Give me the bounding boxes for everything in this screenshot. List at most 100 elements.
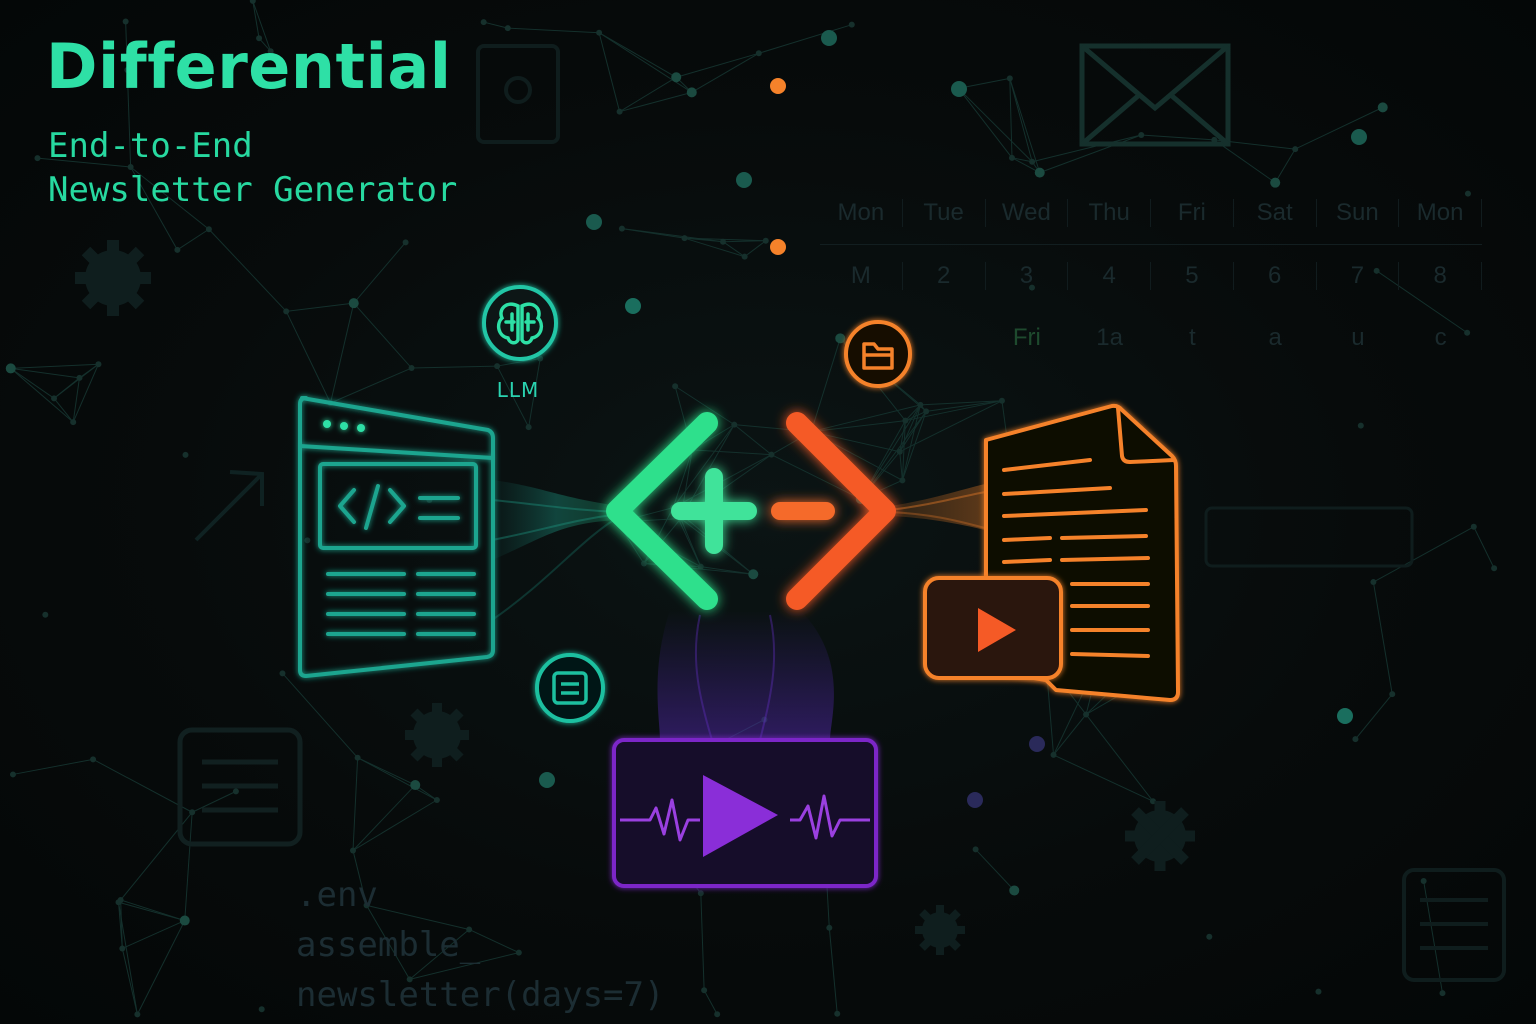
code-snippet: .env assemble_ newsletter(days=7) [296, 870, 664, 1020]
calendar-day: Mon [820, 199, 903, 227]
calendar-day: Tue [903, 199, 986, 227]
network-node [267, 48, 274, 55]
note-icon [535, 653, 605, 723]
network-node [902, 417, 909, 424]
calendar-date: 4 [1068, 262, 1151, 290]
brain-icon [482, 285, 558, 361]
network-node [124, 67, 131, 74]
network-node [34, 155, 41, 162]
network-node [731, 421, 738, 428]
network-node [1008, 154, 1015, 161]
network-node [504, 25, 511, 32]
network-node [179, 915, 190, 926]
network-node [1357, 422, 1364, 429]
network-node [494, 363, 501, 370]
network-node [1491, 565, 1498, 572]
network-node [51, 395, 58, 402]
calendar-date: 8 [1399, 262, 1482, 290]
network-node [701, 987, 708, 994]
network-node [402, 239, 409, 246]
calendar-date: M [820, 262, 903, 290]
calendar-number-row: M 2 3 4 5 6 7 8 [820, 245, 1482, 307]
calendar-entry: 1a [1096, 324, 1123, 351]
calendar-day: Fri [1151, 199, 1234, 227]
page-title: Differential [46, 30, 452, 103]
gear-icon [915, 905, 965, 955]
code-line: assemble_ [296, 925, 481, 965]
network-node [70, 419, 77, 426]
calendar-date: 5 [1151, 262, 1234, 290]
network-node [1050, 751, 1057, 758]
network-node [618, 225, 625, 232]
network-node [1337, 708, 1353, 724]
network-node [917, 401, 924, 408]
network-node [640, 560, 647, 567]
network-node [586, 214, 602, 230]
network-node [122, 18, 129, 25]
network-node [1439, 990, 1446, 997]
network-node [433, 797, 440, 804]
network-node [1420, 878, 1427, 885]
network-node [714, 1011, 721, 1018]
calendar-date: 7 [1317, 262, 1400, 290]
calendar-grid: Mon Tue Wed Thu Fri Sat Sun Mon M 2 3 4 … [820, 182, 1482, 392]
network-node [1292, 146, 1299, 153]
network-node [1464, 329, 1471, 336]
network-node [539, 772, 555, 788]
calendar-day: Wed [986, 199, 1069, 227]
network-node [1470, 523, 1477, 530]
network-node [9, 771, 16, 778]
video-play-icon [923, 576, 1063, 680]
network-node [5, 363, 16, 374]
network-node [834, 1010, 841, 1017]
network-node [42, 611, 49, 618]
network-node [768, 451, 775, 458]
network-node [748, 569, 759, 580]
calendar-day: Sat [1234, 199, 1317, 227]
network-node [1028, 284, 1035, 291]
network-node [249, 0, 256, 4]
network-node [350, 847, 357, 854]
calendar-entry: t [1189, 324, 1196, 351]
calendar-entry: c [1434, 324, 1447, 351]
network-node [770, 78, 786, 94]
calendar-day: Sun [1317, 199, 1400, 227]
network-node [232, 788, 239, 795]
network-node [770, 239, 786, 255]
network-node [182, 451, 189, 458]
note-icon [177, 727, 303, 847]
network-node [127, 164, 134, 171]
network-nodes [5, 0, 1498, 1018]
network-node [115, 899, 122, 906]
calendar-day: Thu [1068, 199, 1151, 227]
network-node [1270, 177, 1281, 188]
network-node [835, 333, 846, 344]
network-node [466, 926, 473, 933]
network-node [951, 81, 967, 97]
network-node [283, 308, 290, 315]
network-node [1352, 736, 1359, 743]
network-node [537, 355, 544, 362]
document-icon [1402, 868, 1506, 982]
network-node [1377, 102, 1388, 113]
network-node [923, 408, 930, 415]
network-node [119, 945, 126, 952]
network-node [348, 298, 359, 309]
network-node [762, 237, 769, 244]
network-node [972, 846, 979, 853]
network-node [1315, 988, 1322, 995]
network-node [967, 792, 983, 808]
network-node [279, 670, 286, 677]
network-node [95, 361, 102, 368]
calendar-entry: u [1351, 324, 1365, 351]
diff-chevrons-icon [606, 412, 896, 610]
network-node [1351, 129, 1367, 145]
network-node [1034, 167, 1045, 178]
network-node [998, 397, 1005, 404]
folder-icon [844, 320, 912, 388]
network-lines [10, 0, 1495, 1015]
network-node [826, 924, 833, 931]
